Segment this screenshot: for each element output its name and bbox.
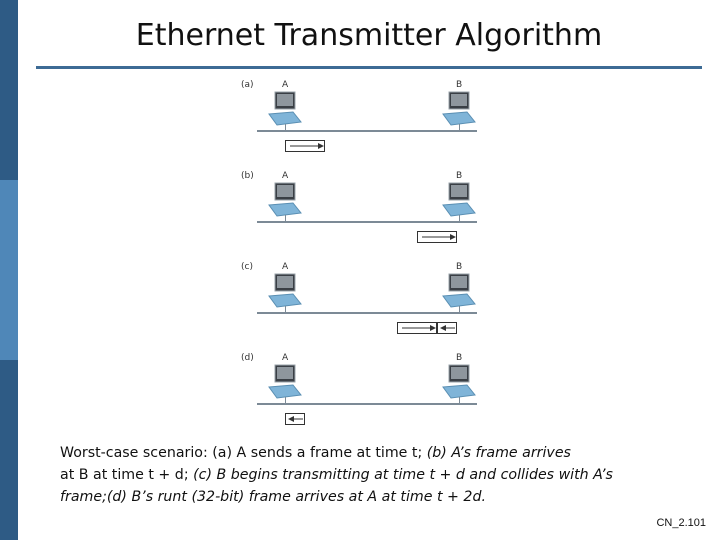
node-b-label: B [456, 80, 463, 90]
node-a-label: A [282, 262, 289, 272]
node-b-label: B [456, 171, 463, 181]
caption-text-italic: (d) B’s runt (32-bit) frame arrives at A… [106, 489, 486, 505]
drop-b [459, 215, 460, 223]
panel-b: (b) A B [235, 165, 480, 253]
computer-b-icon [442, 91, 476, 126]
caption-text: Worst-case scenario: (a) A sends a frame… [60, 445, 427, 461]
panel-a: (a) A B [235, 74, 480, 162]
right-arrow-icon [422, 234, 456, 240]
sidebar-band-bottom [0, 360, 18, 540]
node-a-label: A [282, 171, 289, 181]
drop-b [459, 397, 460, 405]
frame-b-left [285, 413, 305, 425]
drop-b [459, 124, 460, 132]
node-a-label: A [282, 80, 289, 90]
caption-text-italic: (c) B begins transmitting at time t + d … [193, 467, 613, 483]
sidebar-band-top [0, 0, 18, 180]
computer-a-icon [268, 273, 302, 308]
frame-a-right [285, 140, 325, 152]
computer-b-icon [442, 364, 476, 399]
caption-line-1: Worst-case scenario: (a) A sends a frame… [60, 442, 700, 464]
right-arrow-icon [402, 325, 436, 331]
drop-a [285, 306, 286, 314]
drop-a [285, 215, 286, 223]
ethernet-cable [257, 221, 477, 223]
panel-c: (c) A B [235, 256, 480, 344]
node-a-label: A [282, 353, 289, 363]
figure-caption: Worst-case scenario: (a) A sends a frame… [60, 442, 700, 508]
slide-number: CN_2.101 [656, 517, 706, 529]
caption-text-italic: frame; [60, 489, 107, 505]
computer-b-icon [442, 182, 476, 217]
ethernet-cable [257, 403, 477, 405]
panel-d: (d) A B [235, 347, 480, 435]
panel-label: (d) [241, 353, 254, 363]
computer-a-icon [268, 91, 302, 126]
frame-b-left [437, 322, 457, 334]
left-arrow-icon [288, 416, 303, 422]
node-b-label: B [456, 262, 463, 272]
computer-b-icon [442, 273, 476, 308]
drop-a [285, 397, 286, 405]
panel-label: (b) [241, 171, 254, 181]
title-rule [36, 66, 702, 69]
frame-a-right [417, 231, 457, 243]
left-arrow-icon [440, 325, 455, 331]
sidebar-band-middle [0, 180, 18, 360]
computer-a-icon [268, 364, 302, 399]
caption-line-2: at B at time t + d; (c) B begins transmi… [60, 464, 700, 486]
ethernet-cable [257, 130, 477, 132]
panel-label: (a) [241, 80, 254, 90]
drop-a [285, 124, 286, 132]
drop-b [459, 306, 460, 314]
computer-a-icon [268, 182, 302, 217]
ethernet-collision-figure: (a) A B (b) A B [235, 72, 480, 437]
frame-a-right [397, 322, 437, 334]
panel-label: (c) [241, 262, 253, 272]
caption-text-italic: (b) A’s frame arrives [426, 445, 571, 461]
slide-sidebar [0, 0, 18, 540]
node-b-label: B [456, 353, 463, 363]
slide-title: Ethernet Transmitter Algorithm [135, 18, 603, 53]
right-arrow-icon [290, 143, 324, 149]
caption-line-3: frame;(d) B’s runt (32-bit) frame arrive… [60, 486, 700, 508]
ethernet-cable [257, 312, 477, 314]
caption-text: at B at time t + d; [60, 467, 194, 483]
